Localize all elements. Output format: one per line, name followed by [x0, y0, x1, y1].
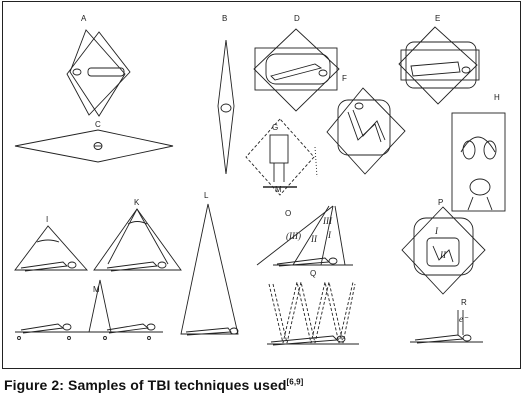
panel-f-diagram: F	[326, 74, 406, 175]
p-region-ii: II	[439, 250, 447, 260]
panel-label-i: I	[46, 215, 48, 224]
panel-i-diagram: I	[14, 215, 89, 272]
panel-p-diagram: I II P	[401, 198, 486, 295]
panel-label-g: G	[272, 123, 278, 132]
panel-r-diagram: e⁻ R	[410, 298, 483, 344]
panel-c-diagram: C	[14, 120, 174, 163]
o-region-i: I	[327, 230, 332, 240]
svg-text:M: M	[275, 185, 282, 194]
panel-h-diagram: H	[451, 93, 506, 212]
panel-label-d: D	[294, 14, 300, 23]
panel-label-a: A	[81, 14, 87, 23]
r-electron-label: e⁻	[459, 314, 469, 324]
figure-image: A B C D E F	[2, 1, 521, 369]
panel-label-l: L	[204, 191, 209, 200]
caption-text: Figure 2: Samples of TBI techniques used	[4, 377, 287, 393]
panel-label-p: P	[438, 198, 443, 207]
o-region-ii: II	[310, 234, 318, 244]
panel-l-diagram: L	[180, 191, 239, 336]
panel-o-diagram: (III) II I III O	[256, 205, 353, 267]
figure-caption: Figure 2: Samples of TBI techniques used…	[4, 377, 303, 393]
panel-label-q: Q	[310, 269, 316, 278]
panel-label-b: B	[222, 14, 227, 23]
panel-label-h: H	[494, 93, 500, 102]
o-region-iii: III	[322, 216, 333, 226]
panel-g-diagram: M G	[245, 118, 318, 196]
panel-q-diagram	[268, 281, 356, 344]
panel-label-f: F	[342, 74, 347, 83]
p-region-i: I	[434, 226, 439, 236]
panel-m-diagram: M	[15, 279, 163, 340]
caption-references: [6,9]	[286, 377, 304, 387]
panel-b-diagram: B	[217, 14, 235, 175]
panel-label-r: R	[461, 298, 467, 307]
panel-label-k: K	[134, 198, 140, 207]
panel-label-o: O	[285, 209, 291, 218]
panel-label-m: M	[93, 285, 100, 294]
panel-k-diagram: K	[93, 198, 182, 272]
panel-e-diagram: E	[398, 14, 480, 105]
panel-label-c: C	[95, 120, 101, 129]
o-region-iii-paren: (III)	[286, 231, 301, 241]
panel-q-table: Q	[267, 269, 359, 346]
panel-label-e: E	[435, 14, 440, 23]
panel-a-diagram: A	[66, 14, 131, 117]
panel-d-diagram: D	[253, 14, 340, 112]
